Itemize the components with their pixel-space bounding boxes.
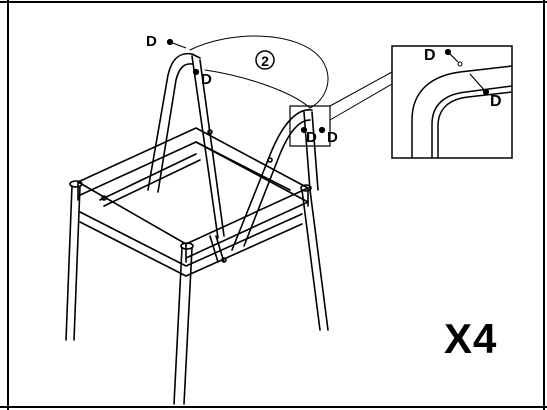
detail-frame-curve-outer bbox=[412, 66, 512, 158]
screw-icon bbox=[194, 70, 199, 75]
step-number: 2 bbox=[261, 53, 269, 69]
part-label-d: D bbox=[424, 47, 436, 64]
part-label-d: D bbox=[146, 33, 157, 50]
part-label-d: D bbox=[327, 129, 338, 146]
callout-source-box bbox=[290, 106, 330, 146]
detail-frame-curve-inner bbox=[432, 86, 512, 158]
bolt-hole bbox=[268, 158, 272, 162]
right-back-frame bbox=[232, 110, 312, 250]
part-label-d: D bbox=[306, 129, 317, 146]
bolt-hole bbox=[222, 258, 226, 262]
leg-cap-2 bbox=[181, 243, 193, 249]
seat-brace-2 bbox=[104, 160, 200, 206]
callout-connector-top bbox=[330, 72, 392, 106]
detail-screw-icon bbox=[446, 50, 489, 95]
seat-brace-3 bbox=[196, 142, 290, 190]
bolt-hole bbox=[208, 130, 212, 134]
detail-screw-hole bbox=[458, 62, 462, 66]
chair-drawing bbox=[66, 36, 328, 404]
back-right-leg bbox=[302, 190, 328, 330]
detail-inset bbox=[392, 46, 512, 158]
screw-icon bbox=[320, 128, 325, 133]
step-number-circle bbox=[256, 51, 274, 69]
bolt-hole bbox=[102, 196, 106, 200]
left-back-frame bbox=[148, 54, 200, 190]
screw-icon bbox=[170, 42, 186, 48]
front-left-leg bbox=[66, 186, 80, 340]
part-label-d: D bbox=[490, 93, 502, 110]
right-back-frame-inner bbox=[244, 120, 310, 246]
right-rear-post bbox=[304, 112, 310, 190]
lower-stretcher-2 bbox=[80, 222, 302, 276]
left-rear-post-inner bbox=[200, 60, 224, 236]
detail-frame-curve-inner2 bbox=[438, 92, 512, 158]
quantity-label: X4 bbox=[444, 315, 498, 362]
backrest-outline bbox=[190, 36, 328, 108]
callout-connector-bottom bbox=[330, 84, 392, 120]
screw-icon bbox=[302, 128, 307, 133]
screw-markers bbox=[168, 40, 325, 133]
seat-frame-lower bbox=[78, 142, 308, 258]
left-back-frame-inner bbox=[158, 64, 192, 192]
part-label-d: D bbox=[201, 71, 212, 88]
leg-cap-3 bbox=[301, 185, 311, 191]
leg-cap-1 bbox=[70, 181, 82, 187]
right-rear-post-inner bbox=[312, 112, 318, 190]
lower-stretcher bbox=[80, 212, 302, 266]
seat-brace-1 bbox=[100, 154, 196, 200]
front-right-leg bbox=[174, 248, 192, 404]
